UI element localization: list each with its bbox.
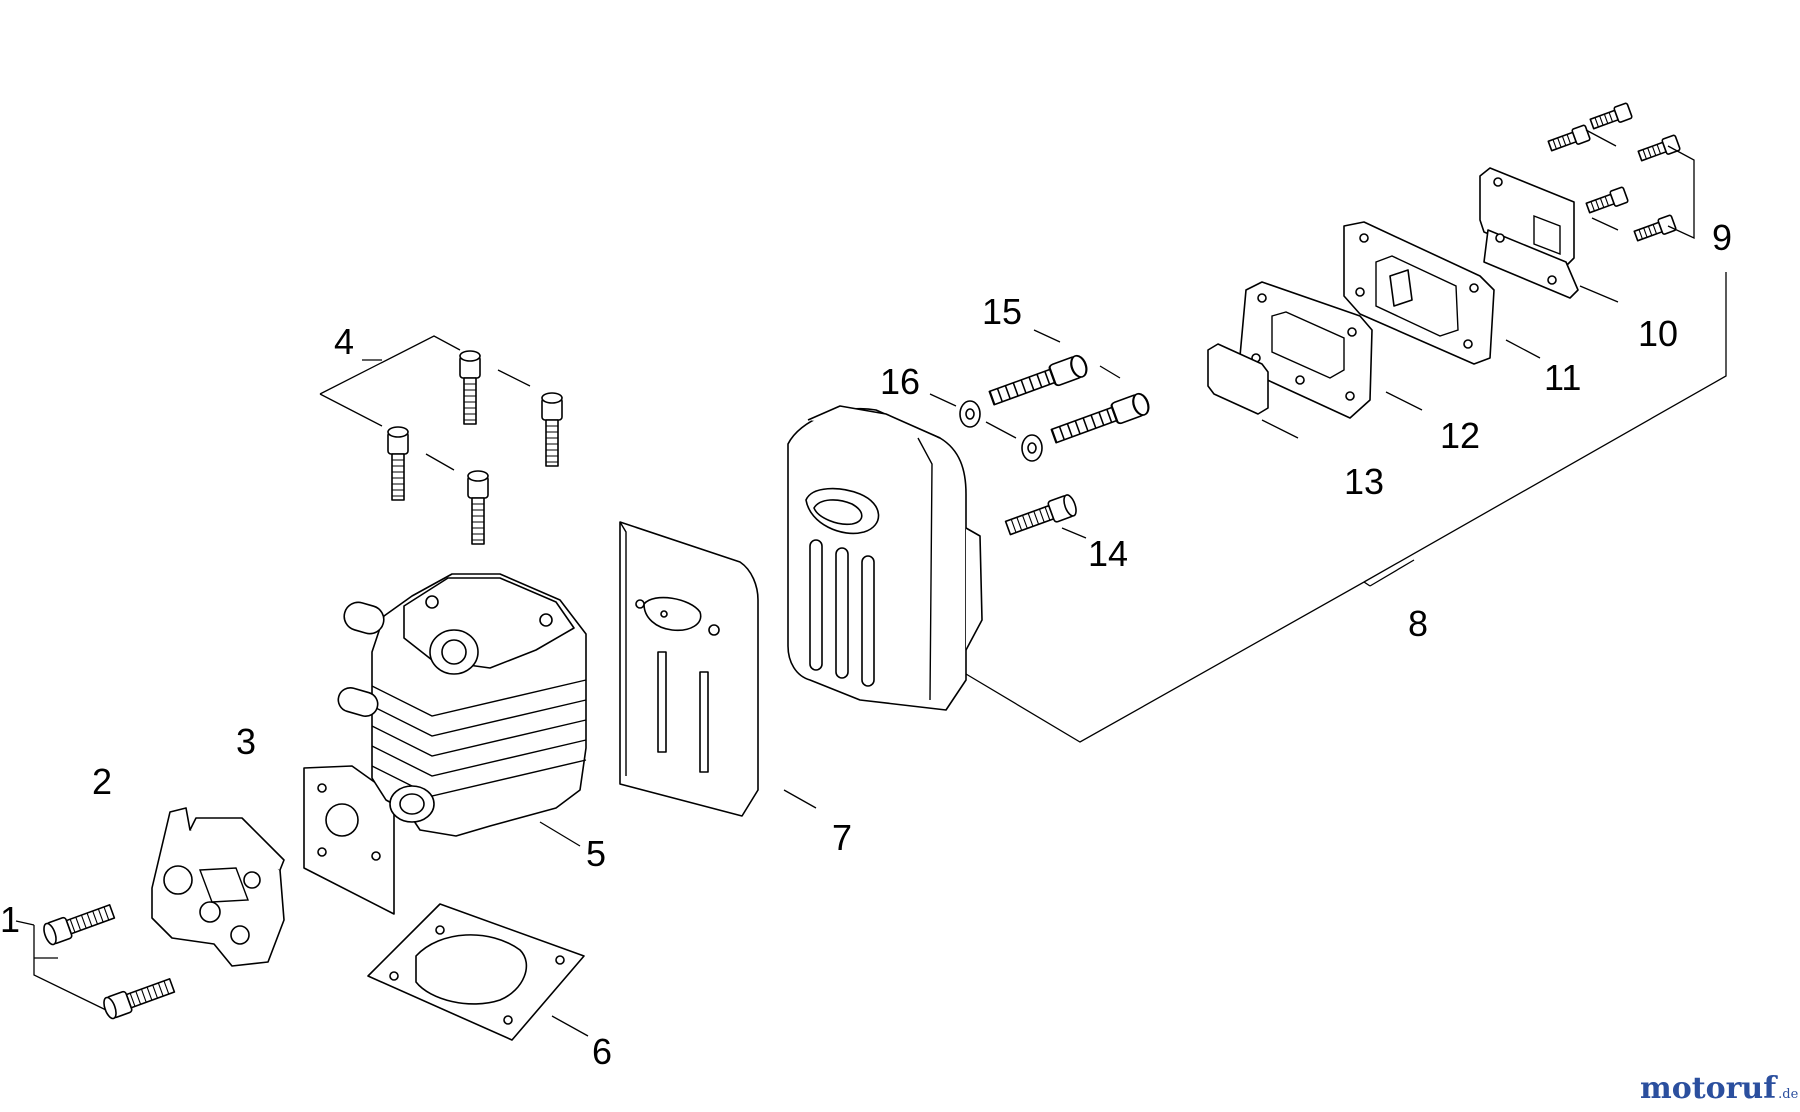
watermark-brand: motoruf bbox=[1640, 1071, 1778, 1106]
callout-16: 16 bbox=[880, 361, 920, 402]
callout-1: 1 bbox=[0, 899, 20, 940]
callout-8: 8 bbox=[1408, 603, 1428, 644]
part-13-screen bbox=[1207, 343, 1299, 439]
callout-11: 11 bbox=[1544, 357, 1581, 398]
part-1-screws bbox=[15, 900, 177, 1021]
part-7-plate bbox=[619, 521, 817, 817]
part-12-gasket bbox=[1239, 281, 1423, 419]
part-2-adapter bbox=[151, 807, 285, 967]
callout-6: 6 bbox=[592, 1031, 612, 1072]
part-5-cylinder bbox=[337, 573, 587, 847]
part-10-bracket bbox=[1479, 167, 1619, 303]
part-14-screw bbox=[1003, 492, 1087, 540]
callout-13: 13 bbox=[1344, 461, 1384, 502]
part-15-screws bbox=[987, 329, 1153, 448]
part-11-plate bbox=[1343, 221, 1541, 365]
callout-labels: 1 2 3 4 5 6 7 8 9 10 11 12 13 14 15 16 bbox=[0, 217, 1732, 1072]
part-4-screws bbox=[319, 335, 563, 545]
part-9-screws bbox=[1546, 102, 1695, 245]
callout-10: 10 bbox=[1638, 313, 1678, 354]
part-8-muffler bbox=[787, 272, 1727, 743]
watermark-tld: .de bbox=[1778, 1087, 1798, 1102]
callout-2: 2 bbox=[92, 761, 112, 802]
callout-15: 15 bbox=[982, 291, 1022, 332]
callout-9: 9 bbox=[1712, 217, 1732, 258]
callout-3: 3 bbox=[236, 721, 256, 762]
part-3-gasket bbox=[303, 765, 395, 915]
part-6-gasket bbox=[367, 903, 589, 1041]
callout-14: 14 bbox=[1088, 533, 1128, 574]
callout-12: 12 bbox=[1440, 415, 1480, 456]
watermark-logo: motoruf.de bbox=[1640, 1071, 1799, 1106]
svg-text:motoruf.de: motoruf.de bbox=[1640, 1071, 1799, 1106]
callout-4: 4 bbox=[334, 321, 354, 362]
part-16-washers bbox=[929, 393, 1043, 462]
callout-7: 7 bbox=[832, 817, 852, 858]
callout-5: 5 bbox=[586, 833, 606, 874]
